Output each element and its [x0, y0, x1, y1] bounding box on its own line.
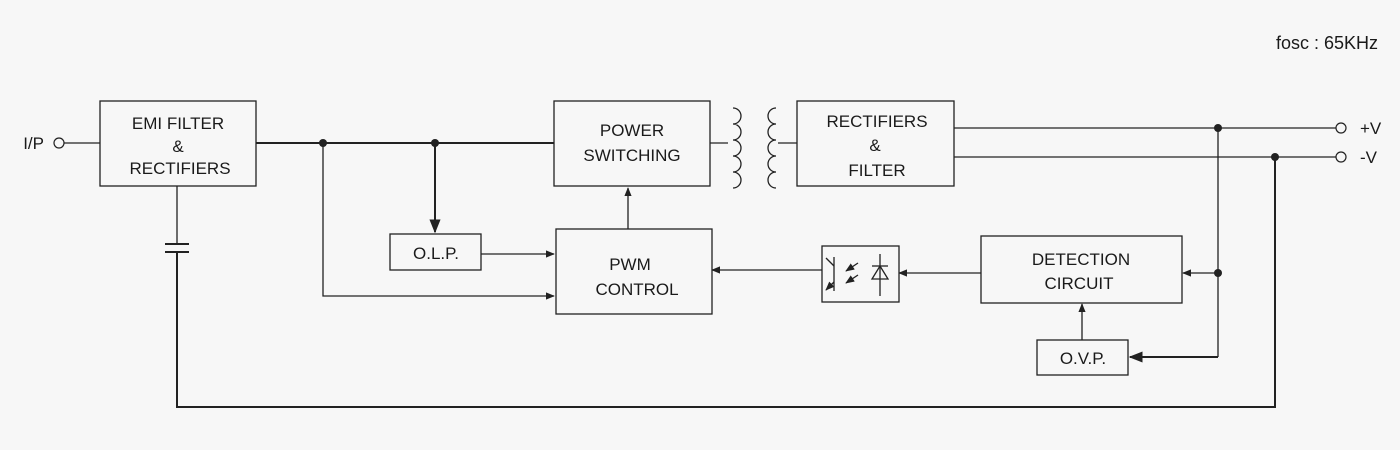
rectifier-label-line1: RECTIFIERS	[826, 112, 927, 131]
detection-circuit-block: DETECTION CIRCUIT	[980, 235, 1183, 304]
input-terminal	[53, 137, 65, 149]
negative-output-terminal	[1335, 151, 1347, 163]
negative-output-label: -V	[1360, 148, 1378, 167]
emi-filter-block: EMI FILTER & RECTIFIERS	[99, 100, 257, 187]
ovp-label: O.V.P.	[1060, 349, 1106, 368]
rectifier-label-line2: &	[869, 136, 881, 155]
detection-label-line1: DETECTION	[1032, 250, 1130, 269]
transformer-symbol	[732, 107, 777, 189]
olp-block: O.L.P.	[389, 233, 482, 271]
oscillator-frequency-note: fosc : 65KHz	[1276, 33, 1378, 53]
emi-label-line3: RECTIFIERS	[129, 159, 230, 178]
pwm-label-line1: PWM	[609, 255, 651, 274]
positive-output-label: +V	[1360, 119, 1382, 138]
olp-label: O.L.P.	[413, 244, 459, 263]
junction-dot	[1214, 124, 1222, 132]
power-label-line1: POWER	[600, 121, 664, 140]
power-switching-block: POWER SWITCHING	[553, 100, 711, 187]
junction-dot	[1214, 269, 1222, 277]
junction-dot	[1271, 153, 1279, 161]
ground-return-wire	[176, 157, 1276, 408]
power-label-line2: SWITCHING	[583, 146, 680, 165]
input-label: I/P	[23, 134, 44, 153]
pwm-supply-wire	[322, 143, 555, 300]
rectifier-label-line3: FILTER	[848, 161, 905, 180]
junction-dot	[319, 139, 327, 147]
junction-dot	[431, 139, 439, 147]
pwm-label-line2: CONTROL	[595, 280, 678, 299]
pwm-control-block: PWM CONTROL	[555, 228, 713, 315]
emi-label-line2: &	[172, 137, 184, 156]
detection-label-line2: CIRCUIT	[1045, 274, 1114, 293]
output-rectifier-block: RECTIFIERS & FILTER	[796, 100, 955, 187]
optocoupler-symbol	[821, 245, 900, 303]
ovp-block: O.V.P.	[1036, 339, 1129, 376]
emi-label-line1: EMI FILTER	[132, 114, 224, 133]
capacitor-symbol	[165, 243, 189, 253]
positive-output-terminal	[1335, 122, 1347, 134]
